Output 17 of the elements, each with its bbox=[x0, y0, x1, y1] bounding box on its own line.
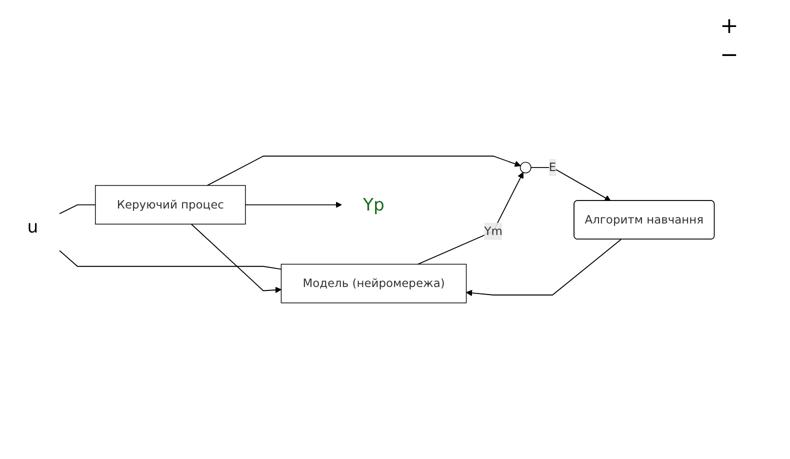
arrow bbox=[530, 167, 611, 202]
arrow bbox=[190, 224, 282, 294]
edge-label: E bbox=[548, 160, 556, 174]
node-text: Yp bbox=[363, 194, 384, 215]
node-text: u bbox=[27, 216, 38, 238]
connector bbox=[59, 204, 96, 214]
arrow bbox=[206, 156, 521, 186]
connector bbox=[59, 250, 282, 270]
node-box: Керуючий процес bbox=[95, 185, 246, 224]
edge-label: Ym bbox=[484, 224, 502, 238]
arrow bbox=[244, 202, 342, 208]
node-circle bbox=[520, 162, 532, 174]
sign-label: + bbox=[720, 14, 740, 39]
sign-label: − bbox=[720, 43, 740, 68]
node-box: Модель (нейромережа) bbox=[280, 264, 467, 304]
arrow bbox=[418, 172, 524, 265]
arrow bbox=[466, 239, 622, 296]
